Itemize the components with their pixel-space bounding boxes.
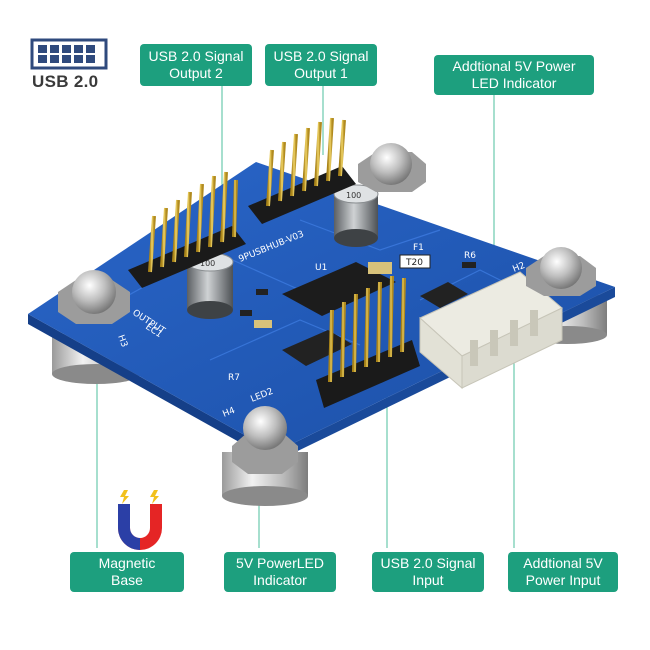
r7-silk: R7	[228, 373, 240, 383]
callout-magnetic-base-line2: Base	[111, 572, 143, 588]
h4-silk: H4	[221, 406, 237, 420]
callout-additional-led: Addtional 5V Power LED Indicator	[434, 55, 594, 95]
callout-usb-output-1-line2: Output 1	[294, 65, 348, 81]
callout-usb-output-2-line1: USB 2.0 Signal	[148, 48, 244, 64]
callout-usb-output-2: USB 2.0 Signal Output 2	[140, 44, 252, 86]
callout-additional-led-line1: Addtional 5V Power	[452, 58, 576, 74]
callout-magnetic-base-line1: Magnetic	[98, 555, 156, 571]
power-connector	[419, 271, 563, 390]
h1-silk: H1	[394, 195, 409, 209]
usb-badge-label: USB 2.0	[32, 72, 99, 91]
usb-grid-icon	[30, 38, 108, 70]
callout-additional-power-input: Addtional 5V Power Input	[508, 552, 618, 592]
header-input	[316, 275, 420, 408]
callout-usb-input-line2: Input	[412, 572, 444, 588]
callout-magnetic-base: Magnetic Base	[70, 552, 184, 592]
callout-usb-input: USB 2.0 Signal Input	[372, 552, 484, 592]
header-output-1	[248, 117, 356, 224]
header-output-2	[128, 171, 246, 288]
callout-additional-led-line2: LED Indicator	[471, 75, 557, 91]
callout-usb-input-line1: USB 2.0 Signal	[380, 555, 476, 571]
h3-silk: H3	[115, 334, 129, 349]
t20-silk: T20	[405, 258, 423, 268]
callout-5v-power-led-line2: Indicator	[253, 572, 307, 588]
cap-label-ec1: 100	[200, 259, 215, 268]
h2-silk: H2	[511, 261, 526, 275]
cap-nuts	[58, 143, 596, 474]
magnet-icon	[118, 490, 162, 550]
callout-additional-power-input-line1: Addtional 5V	[523, 555, 603, 571]
callout-additional-power-input-line2: Power Input	[525, 572, 601, 588]
f1-silk: F1	[413, 243, 424, 253]
callout-usb-output-1: USB 2.0 Signal Output 1	[265, 44, 377, 86]
r6-silk: R6	[464, 251, 476, 261]
cap-label-ec2: 100	[346, 191, 361, 200]
callout-5v-power-led: 5V PowerLED Indicator	[224, 552, 336, 592]
callout-5v-power-led-line1: 5V PowerLED	[236, 555, 324, 571]
components: T20	[240, 254, 476, 366]
callout-usb-output-2-line2: Output 2	[169, 65, 223, 81]
callout-usb-output-1-line1: USB 2.0 Signal	[273, 48, 369, 64]
u1-silk: U1	[315, 263, 327, 273]
